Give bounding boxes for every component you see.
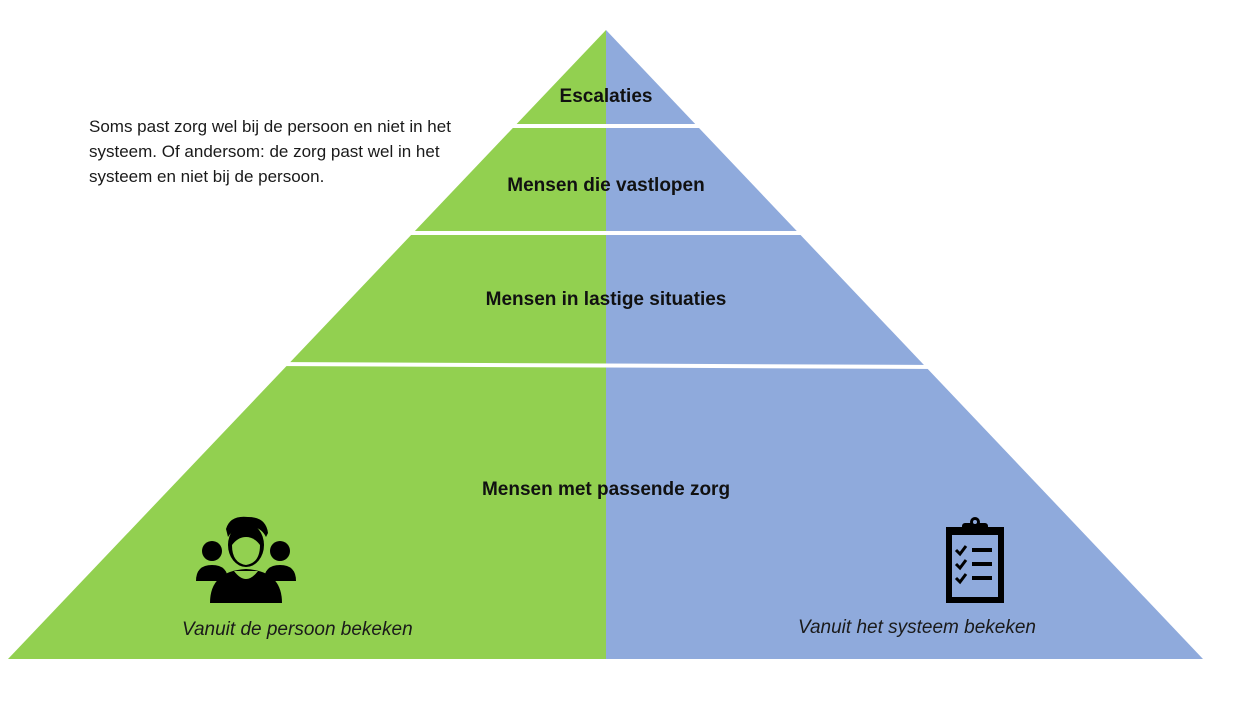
tier-label-lastige-situaties: Mensen in lastige situaties <box>485 289 727 310</box>
tier-divider-3 <box>269 362 941 369</box>
tier-label-passende-zorg: Mensen met passende zorg <box>481 479 731 500</box>
caption-person: Vanuit de persoon bekeken <box>182 619 413 640</box>
people-icon <box>196 516 296 603</box>
clipboard-checklist-icon <box>946 517 1004 603</box>
tier-dividers <box>269 124 941 369</box>
pyramid-right-half <box>606 30 1203 659</box>
tier-label-escalaties: Escalaties <box>559 86 653 107</box>
pyramid-left-half <box>8 30 606 659</box>
explanation-note: Soms past zorg wel bij de persoon en nie… <box>89 117 451 186</box>
caption-system: Vanuit het systeem bekeken <box>798 617 1036 638</box>
tier-label-vastlopen: Mensen die vastlopen <box>507 175 705 196</box>
